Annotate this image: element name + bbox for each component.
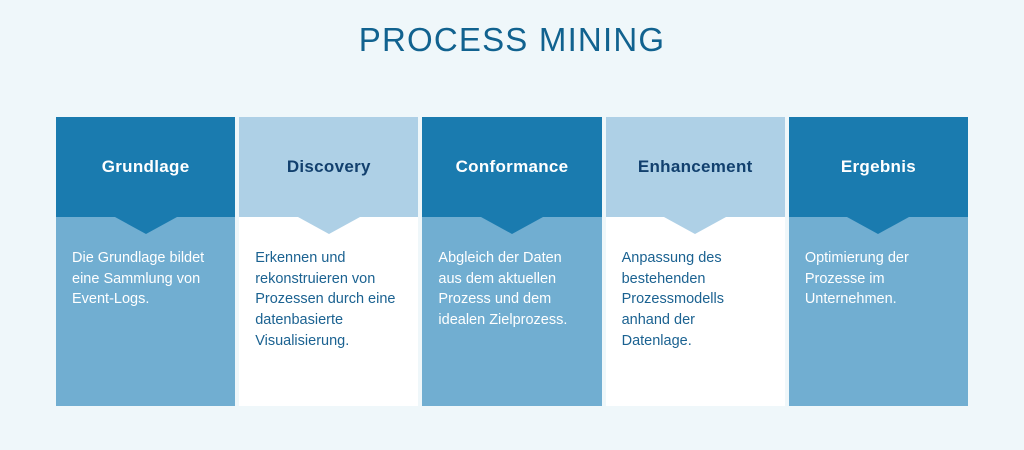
stage-header-label: Conformance — [455, 157, 569, 176]
stage-column-conformance: Conformance Abgleich der Daten aus dem a… — [422, 117, 602, 406]
stage-header-discovery: Discovery — [239, 117, 419, 234]
stage-column-grundlage: Grundlage Die Grundlage bildet eine Samm… — [56, 117, 236, 406]
stage-columns: Grundlage Die Grundlage bildet eine Samm… — [56, 117, 969, 406]
stage-body-ergebnis: Optimierung der Prozesse im Unternehmen. — [788, 217, 969, 406]
stage-column-ergebnis: Ergebnis Optimierung der Prozesse im Unt… — [788, 117, 969, 406]
stage-header-label: Discovery — [286, 157, 371, 176]
stage-header-ergebnis: Ergebnis — [788, 117, 969, 234]
stage-header-enhancement: Enhancement — [605, 117, 785, 234]
stage-body-discovery: Erkennen und rekonstruieren von Prozesse… — [239, 217, 419, 406]
stage-header-conformance: Conformance — [422, 117, 602, 234]
stage-body-grundlage: Die Grundlage bildet eine Sammlung von E… — [56, 217, 236, 406]
arrow-down-icon — [847, 217, 910, 234]
arrow-down-icon — [297, 217, 360, 234]
page-title: PROCESS MINING — [358, 21, 666, 58]
stage-column-enhancement: Enhancement Anpassung des bestehenden Pr… — [605, 117, 785, 406]
arrow-down-icon — [114, 217, 177, 234]
stage-header-grundlage: Grundlage — [56, 117, 236, 234]
arrow-down-icon — [481, 217, 543, 234]
stage-body-conformance: Abgleich der Daten aus dem aktuellen Pro… — [422, 217, 602, 406]
arrow-down-icon — [664, 217, 727, 234]
stage-header-label: Enhancement — [637, 157, 753, 176]
stage-header-label: Ergebnis — [840, 157, 916, 176]
stage-body-enhancement: Anpassung des bestehenden Prozessmodells… — [605, 217, 785, 406]
stage-column-discovery: Discovery Erkennen und rekonstruieren vo… — [239, 117, 419, 406]
stage-header-label: Grundlage — [101, 157, 190, 176]
